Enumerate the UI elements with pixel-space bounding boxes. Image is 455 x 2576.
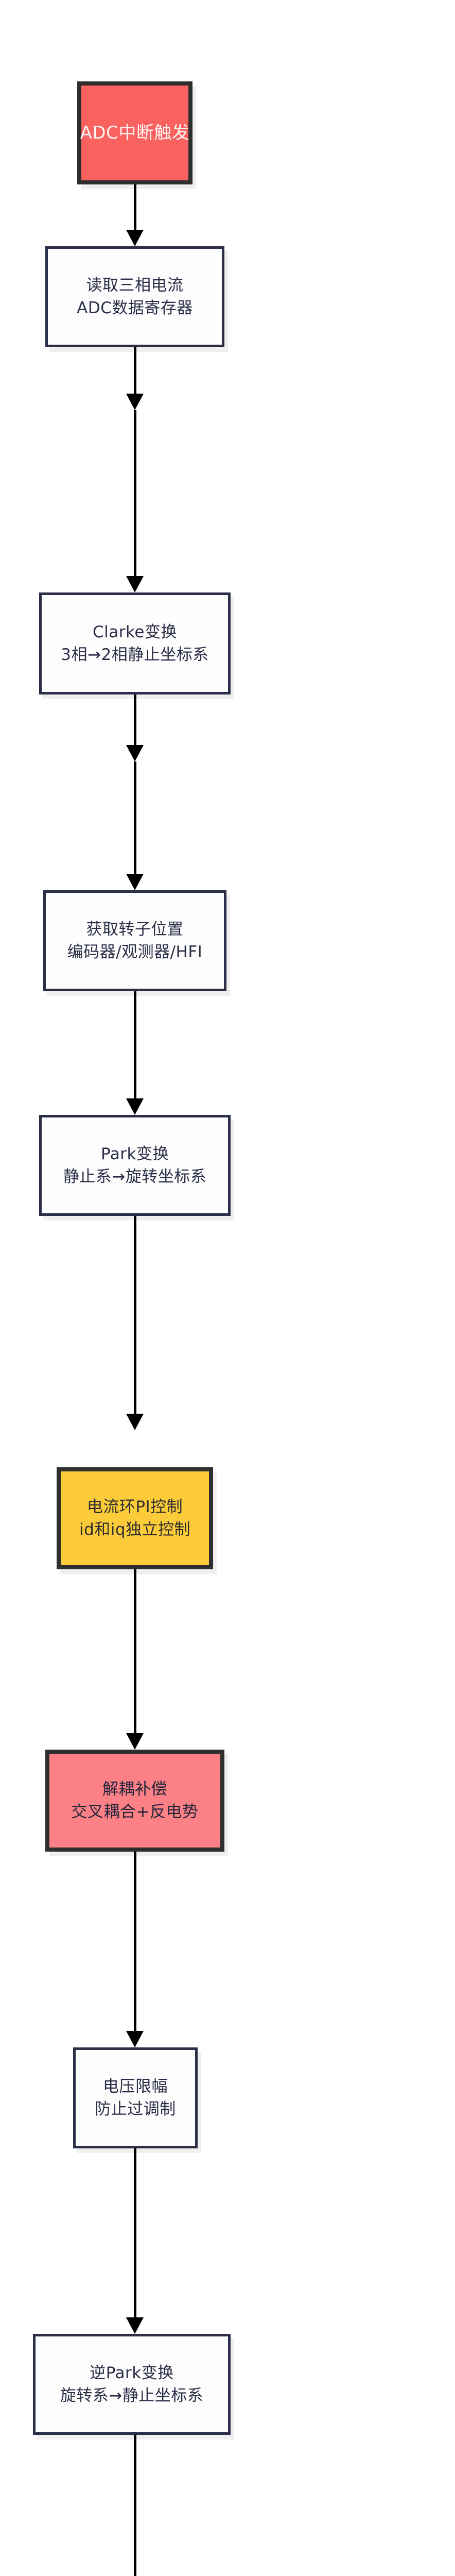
node-line-1: 解耦补偿 — [102, 1780, 167, 1799]
node-decoupling-compensation[interactable]: 解耦补偿 交叉耦合+反电势 — [45, 1750, 224, 1852]
node-clarke-transform[interactable]: Clarke变换 3相→2相静止坐标系 — [39, 592, 231, 694]
node-line-2: id和iq独立控制 — [79, 1520, 191, 1539]
node-line-2: 防止过调制 — [95, 2100, 176, 2119]
node-line-2: 旋转系→静止坐标系 — [60, 2386, 204, 2405]
node-get-rotor-position[interactable]: 获取转子位置 编码器/观测器/HFI — [43, 890, 226, 991]
node-line-2: 静止系→旋转坐标系 — [63, 1167, 207, 1186]
node-line-1: Clarke变换 — [93, 622, 177, 641]
node-adc-interrupt-trigger[interactable]: ADC中断触发 — [77, 81, 192, 184]
node-line-1: ADC中断触发 — [80, 122, 190, 143]
node-line-1: 电压限幅 — [103, 2077, 168, 2096]
node-line-1: 获取转子位置 — [86, 920, 184, 939]
node-line-2: 编码器/观测器/HFI — [67, 943, 203, 961]
node-park-transform[interactable]: Park变换 静止系→旋转坐标系 — [39, 1115, 231, 1216]
node-read-three-phase-current[interactable]: 读取三相电流 ADC数据寄存器 — [45, 246, 224, 347]
node-line-1: Park变换 — [101, 1144, 169, 1163]
node-line-1: 逆Park变换 — [90, 2363, 174, 2382]
node-line-2: ADC数据寄存器 — [77, 299, 193, 317]
node-line-1: 电流环PI控制 — [86, 1497, 183, 1516]
node-line-1: 读取三相电流 — [86, 276, 184, 295]
node-inverse-park-transform[interactable]: 逆Park变换 旋转系→静止坐标系 — [33, 2334, 231, 2435]
node-current-loop-pi-control[interactable]: 电流环PI控制 id和iq独立控制 — [57, 1467, 213, 1569]
node-voltage-limiting[interactable]: 电压限幅 防止过调制 — [73, 2047, 198, 2148]
node-line-2: 交叉耦合+反电势 — [71, 1803, 199, 1821]
node-line-2: 3相→2相静止坐标系 — [61, 646, 209, 664]
